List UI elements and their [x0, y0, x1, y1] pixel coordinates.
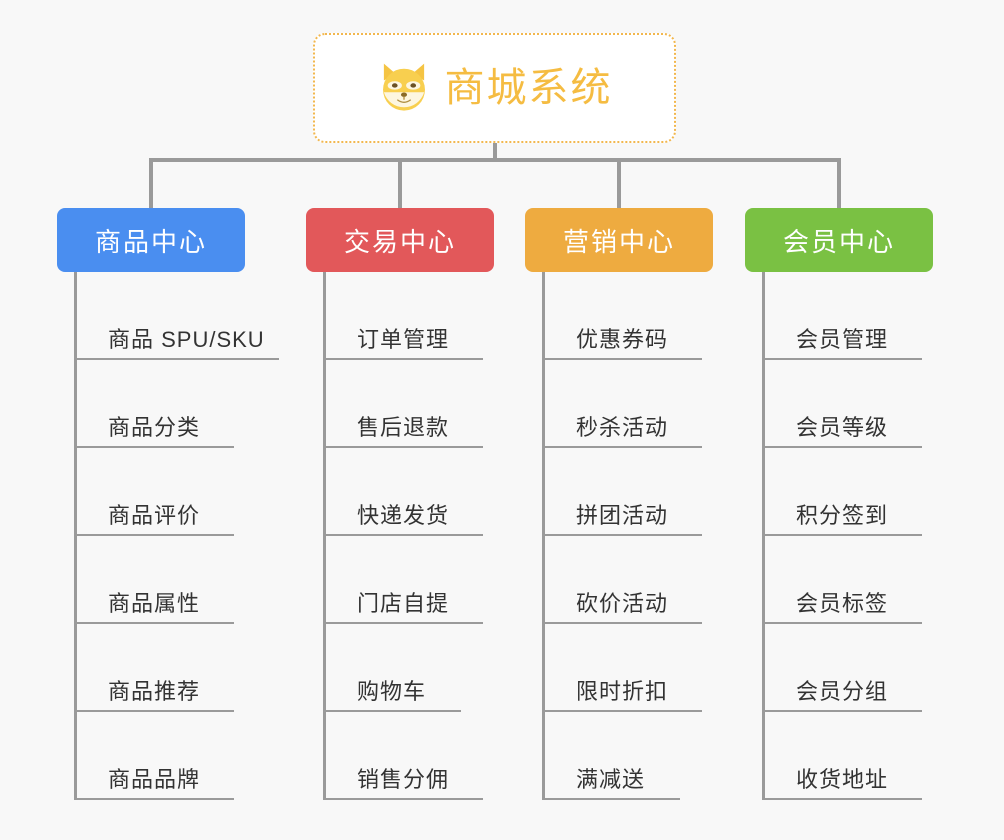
- leaf-item[interactable]: 会员标签: [762, 536, 922, 624]
- leaf-label: 商品属性: [108, 591, 201, 616]
- leaf-label: 积分签到: [796, 503, 889, 528]
- horizontal-bus-connector: [149, 158, 841, 162]
- column-spine: [323, 272, 326, 800]
- leaf-item[interactable]: 订单管理: [323, 272, 483, 360]
- leaf-label: 商品分类: [108, 415, 201, 440]
- leaf-item[interactable]: 积分签到: [762, 448, 922, 536]
- leaf-label: 售后退款: [357, 415, 450, 440]
- leaf-label: 商品 SPU/SKU: [108, 327, 265, 352]
- leaf-item[interactable]: 会员分组: [762, 624, 922, 712]
- leaf-label: 会员标签: [796, 591, 889, 616]
- leaf-label: 会员等级: [796, 415, 889, 440]
- column-spine: [74, 272, 77, 800]
- leaf-label: 满减送: [576, 767, 646, 792]
- leaf-item[interactable]: 满减送: [542, 712, 680, 800]
- category-label: 交易中心: [343, 226, 456, 257]
- column-spine: [762, 272, 765, 800]
- leaf-label: 门店自提: [357, 591, 450, 616]
- leaf-item[interactable]: 限时折扣: [542, 624, 702, 712]
- branch-drop-connector-3: [617, 158, 621, 210]
- leaf-item[interactable]: 门店自提: [323, 536, 483, 624]
- leaf-item[interactable]: 会员等级: [762, 360, 922, 448]
- shiba-dog-icon: [382, 63, 425, 111]
- leaf-label: 快递发货: [357, 503, 450, 528]
- leaf-label: 商品推荐: [108, 679, 201, 704]
- leaf-label: 限时折扣: [576, 679, 669, 704]
- leaf-item[interactable]: 秒杀活动: [542, 360, 702, 448]
- category-label: 会员中心: [782, 226, 895, 257]
- category-box-member[interactable]: 会员中心: [745, 208, 933, 272]
- leaf-label: 购物车: [357, 679, 427, 704]
- category-label: 商品中心: [94, 226, 207, 257]
- leaf-item[interactable]: 收货地址: [762, 712, 922, 800]
- page-title: 商城系统: [444, 66, 613, 110]
- branch-drop-connector-2: [398, 158, 402, 210]
- leaf-label: 商品评价: [108, 503, 201, 528]
- category-label: 营销中心: [562, 226, 675, 257]
- column-spine: [542, 272, 545, 800]
- leaf-label: 秒杀活动: [576, 415, 669, 440]
- category-box-product[interactable]: 商品中心: [57, 208, 245, 272]
- leaf-label: 销售分佣: [357, 767, 450, 792]
- leaf-label: 商品品牌: [108, 767, 201, 792]
- leaf-item[interactable]: 销售分佣: [323, 712, 483, 800]
- leaf-label: 优惠券码: [576, 327, 669, 352]
- leaf-item[interactable]: 会员管理: [762, 272, 922, 360]
- leaf-label: 订单管理: [357, 327, 450, 352]
- leaf-item[interactable]: 商品评价: [74, 448, 234, 536]
- root-node[interactable]: 商城系统: [313, 33, 676, 143]
- leaf-item[interactable]: 购物车: [323, 624, 461, 712]
- branch-drop-connector-4: [837, 158, 841, 210]
- leaf-label: 砍价活动: [576, 591, 669, 616]
- root-stub-connector: [493, 143, 497, 162]
- leaf-item[interactable]: 快递发货: [323, 448, 483, 536]
- leaf-item[interactable]: 商品品牌: [74, 712, 234, 800]
- leaf-label: 收货地址: [796, 767, 889, 792]
- leaf-item[interactable]: 商品属性: [74, 536, 234, 624]
- leaf-label: 拼团活动: [576, 503, 669, 528]
- leaf-item[interactable]: 优惠券码: [542, 272, 702, 360]
- leaf-label: 会员分组: [796, 679, 889, 704]
- leaf-item[interactable]: 商品 SPU/SKU: [74, 272, 279, 360]
- branch-drop-connector-1: [149, 158, 153, 210]
- category-box-marketing[interactable]: 营销中心: [525, 208, 713, 272]
- leaf-item[interactable]: 商品分类: [74, 360, 234, 448]
- category-box-trade[interactable]: 交易中心: [306, 208, 494, 272]
- leaf-item[interactable]: 售后退款: [323, 360, 483, 448]
- leaf-item[interactable]: 商品推荐: [74, 624, 234, 712]
- leaf-item[interactable]: 砍价活动: [542, 536, 702, 624]
- leaf-label: 会员管理: [796, 327, 889, 352]
- leaf-item[interactable]: 拼团活动: [542, 448, 702, 536]
